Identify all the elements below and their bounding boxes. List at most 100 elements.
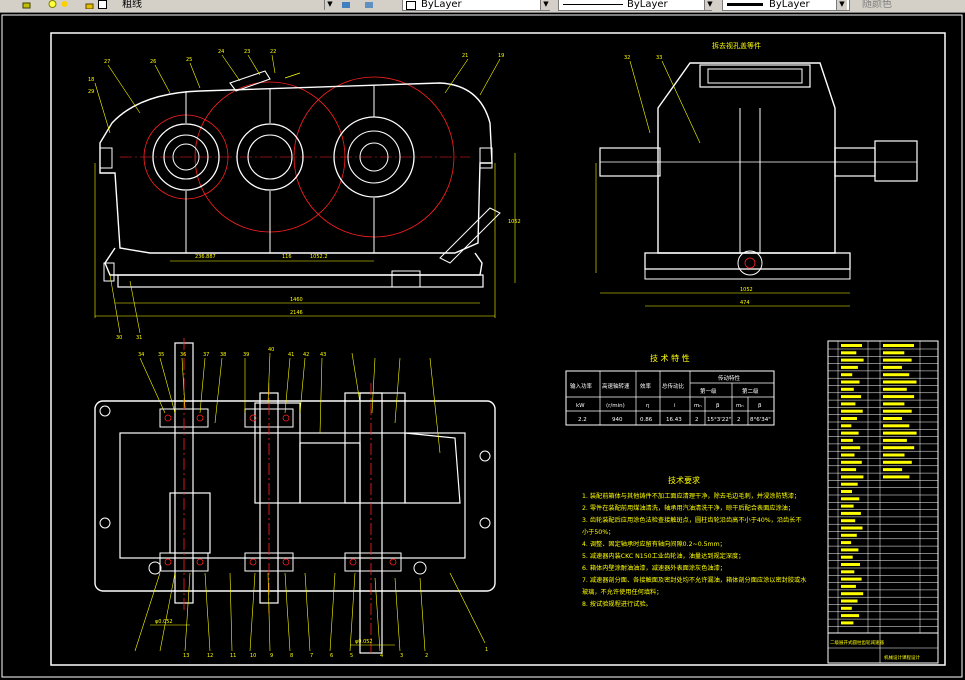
color-control-arrow[interactable]: ▼ <box>540 0 551 10</box>
dim-text: 2146 <box>290 310 303 316</box>
color-control[interactable]: ByLayer <box>402 0 550 11</box>
part-number: 5 <box>350 653 353 659</box>
parts-list-text-mark <box>883 468 903 472</box>
linetype-control[interactable]: ByLayer <box>558 0 712 11</box>
parts-list-text-mark <box>883 417 902 420</box>
spec-unit-mn1: mₙ <box>694 403 702 409</box>
parts-list-text-mark <box>841 555 853 559</box>
layer-dropdown-arrow[interactable]: ▼ <box>324 0 335 10</box>
tech-requirements: 技术要求 1. 装配前箱体与其他铸件不加工面应清理干净，除去毛边毛刺，并浸涂防锈… <box>582 475 807 608</box>
parts-list-text-mark <box>841 438 853 442</box>
sheet-outer-border <box>1 14 963 678</box>
spec-header-stage2: 第二级 <box>742 387 759 395</box>
parts-list-text-mark <box>883 365 902 369</box>
tech-req-item: 玻璃，不允许使用任何填料； <box>582 588 662 596</box>
tech-req-title: 技术要求 <box>668 475 700 485</box>
side-view: 拆去视孔盖等件 1052 474 32 33 <box>595 41 918 307</box>
part-number: 39 <box>243 352 249 358</box>
spec-table-title: 技 术 特 性 <box>650 353 690 363</box>
linetype-control-arrow[interactable]: ▼ <box>704 0 715 10</box>
make-object-layer-current-icon[interactable] <box>341 0 350 9</box>
color-swatch-icon <box>98 0 107 9</box>
parts-list-text-mark <box>841 475 864 479</box>
parts-list-text-mark <box>841 424 852 428</box>
parts-list-text-mark <box>841 614 860 618</box>
parts-list-text-mark <box>883 446 915 450</box>
parts-list-text-mark <box>841 511 861 515</box>
spec-value-mn1: 2 <box>695 417 699 423</box>
part-number: 42 <box>303 352 309 358</box>
housing-base <box>104 247 483 276</box>
spec-value-beta2: 8°6'34" <box>750 417 771 423</box>
parts-list-text-mark <box>841 563 860 566</box>
spec-unit-power: kW <box>576 403 585 409</box>
part-number: 32 <box>624 55 630 61</box>
parts-list-text-mark <box>841 599 858 603</box>
lock-icon[interactable] <box>85 0 94 9</box>
part-number: 31 <box>136 335 142 341</box>
part-number: 35 <box>158 352 164 358</box>
part-number: 43 <box>320 352 326 358</box>
part-number: 27 <box>104 59 110 65</box>
parts-list-text-mark <box>841 482 858 486</box>
spec-header-speed: 高速轴转速 <box>602 382 630 390</box>
spec-value-efficiency: 0.86 <box>640 417 653 423</box>
tech-req-item: 2. 零件在装配前用煤油清洗，轴承用汽油清洗干净，晾干后配合表面应涂油； <box>582 504 794 512</box>
parts-list-text-mark <box>841 358 864 362</box>
spec-value-power: 2.2 <box>578 417 587 423</box>
part-number: 1 <box>485 647 488 653</box>
parts-list-text-mark <box>841 548 859 552</box>
parts-list-text-mark <box>883 373 910 377</box>
parts-list-text-mark <box>883 409 912 413</box>
parts-list-text-mark <box>841 519 856 523</box>
parts-list-text-mark <box>841 570 855 574</box>
layer-previous-icon[interactable] <box>364 0 373 9</box>
part-number: 7 <box>310 653 313 659</box>
tech-req-item: 6. 箱体内壁涂耐油油漆，减速器外表面涂灰色油漆； <box>582 564 726 572</box>
parts-list-text-mark <box>841 453 855 457</box>
layer-icon[interactable] <box>22 0 31 9</box>
part-number: 25 <box>186 57 192 63</box>
part-number: 4 <box>380 653 383 659</box>
parts-list-text-mark <box>883 402 905 406</box>
part-number: 8 <box>290 653 293 659</box>
spec-unit-ratio: i <box>674 403 676 409</box>
parts-list-text-mark <box>841 592 864 596</box>
lineweight-control[interactable]: ByLayer <box>722 0 850 11</box>
dim-text: 236.887 <box>195 254 216 260</box>
spec-unit-beta2: β <box>758 403 762 409</box>
parts-list-text-mark <box>841 621 854 625</box>
part-number: 30 <box>116 335 122 341</box>
spec-unit-eta: η <box>646 403 650 409</box>
parts-list-text-mark <box>841 504 854 508</box>
part-number: 41 <box>288 352 294 358</box>
tech-req-item: 7. 减速器剖分面、各接触面及密封处均不允许漏油，箱体剖分面应涂以密封胶或水 <box>582 576 807 584</box>
layer-dropdown-value[interactable]: 粗线 <box>122 0 142 10</box>
parts-list-text-mark <box>841 584 856 588</box>
housing-outline <box>99 82 493 254</box>
parts-list-text-mark <box>883 460 912 464</box>
parts-list-text-mark <box>841 344 862 347</box>
sun-icon[interactable] <box>60 0 69 9</box>
part-number: 22 <box>270 49 276 55</box>
parts-list-text-mark <box>883 424 910 428</box>
plotstyle-control-value[interactable]: 随颜色 <box>862 0 892 10</box>
dim-text: φ0.052 <box>355 639 373 645</box>
spec-value-speed: 940 <box>612 417 623 423</box>
parts-list-text-mark <box>841 497 860 501</box>
sheet-inner-frame <box>50 32 946 666</box>
lineweight-control-arrow[interactable]: ▼ <box>836 0 847 10</box>
drawing-canvas[interactable]: 236.887 1052.2 116 1460 2146 1052 27 26 … <box>0 13 965 680</box>
tech-req-item: 1. 装配前箱体与其他铸件不加工面应清理干净，除去毛边毛刺，并浸涂防锈漆； <box>582 492 800 500</box>
parts-list-text-mark <box>841 577 862 581</box>
part-number: 13 <box>183 653 189 659</box>
parts-list-text-mark <box>883 438 907 442</box>
bulb-icon[interactable] <box>48 0 57 9</box>
spec-unit-speed: (r/min) <box>606 403 625 409</box>
part-number: 6 <box>330 653 333 659</box>
part-number: 9 <box>270 653 273 659</box>
dim-text: 1052 <box>508 219 521 225</box>
parts-list-text-mark <box>841 541 852 545</box>
spec-value-mn2: 2 <box>737 417 741 423</box>
parts-list-text-mark <box>841 460 862 464</box>
